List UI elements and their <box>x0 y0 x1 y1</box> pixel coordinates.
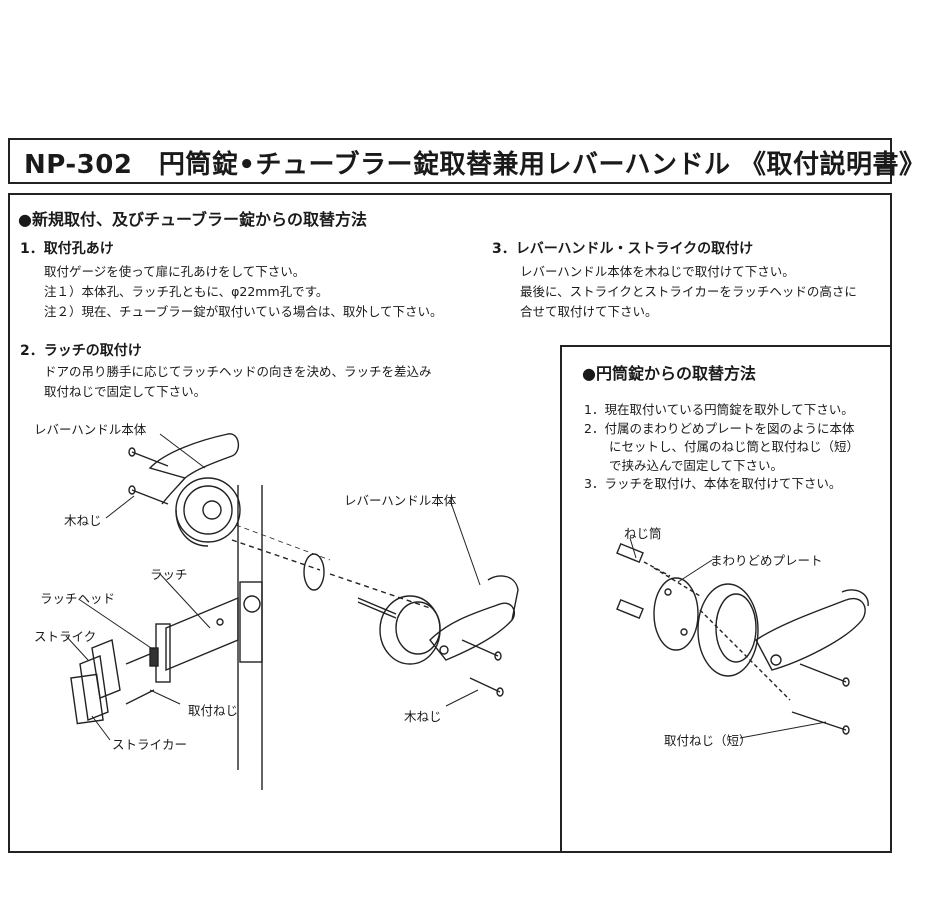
latch-assembly <box>149 596 239 683</box>
main-heading: ●新規取付、及びチューブラー錠からの取替方法 <box>18 210 368 229</box>
left-spindle <box>202 500 222 520</box>
main-installation-diagram <box>65 433 519 790</box>
document-title: NP-302 円筒錠•チューブラー錠取替兼用レバーハンドル 《取付説明書》 <box>24 150 926 180</box>
label-strike: ストライク <box>34 629 97 644</box>
step1-title: 1．取付孔あけ <box>20 241 114 257</box>
side-line: にセットし、付属のねじ筒と取付ねじ（短） <box>584 439 860 454</box>
anti-rotation-plate <box>653 577 699 651</box>
side-line: で挟み込んで固定して下さい。 <box>584 457 784 473</box>
side-line: 2．付属のまわりどめプレートを図のように本体 <box>584 420 855 436</box>
side-text: 1．現在取付いている円筒錠を取外して下さい。 2．付属のまわりどめプレートを図の… <box>584 401 859 494</box>
striker-box <box>70 673 104 725</box>
label-anti-rotation-plate: まわりどめプレート <box>710 553 823 568</box>
step1-line: 注１）本体孔、ラッチ孔ともに、φ22mm孔です。 <box>44 284 329 299</box>
side-line: 1．現在取付いている円筒錠を取外して下さい。 <box>584 402 854 417</box>
right-wood-screw-lower <box>469 677 504 697</box>
step3-title: 3．レバーハンドル・ストライクの取付け <box>492 241 754 257</box>
label-mount-screw-short: 取付ねじ（短） <box>664 733 752 748</box>
side-mount-screw-lower <box>791 711 850 735</box>
left-wood-screw-lower <box>128 485 169 505</box>
step1-text: 取付ゲージを使って扉に孔あけをして下さい。 注１）本体孔、ラッチ孔ともに、φ22… <box>44 262 443 322</box>
step2-text: ドアの吊り勝手に応じてラッチヘッドの向きを決め、ラッチを差込み 取付ねじで固定し… <box>44 362 432 402</box>
step1-line: 注２）現在、チューブラー錠が取付いている場合は、取外して下さい。 <box>44 304 443 319</box>
title-frame <box>8 138 892 184</box>
side-mount-screw-upper <box>799 663 850 687</box>
side-installation-diagram <box>616 537 869 739</box>
right-wood-screw-upper <box>461 639 502 661</box>
step3-line: 合せて取付けて下さい。 <box>520 304 658 319</box>
screw-tube-upper <box>616 542 671 577</box>
door-latch-plate <box>239 581 263 663</box>
side-heading: ●円筒錠からの取替方法 <box>582 364 756 383</box>
label-lever-body-left: レバーハンドル本体 <box>34 422 147 437</box>
label-screw-tube: ねじ筒 <box>624 526 662 541</box>
right-lever-assembly <box>357 575 519 665</box>
left-wood-screw-upper <box>128 447 169 467</box>
label-striker: ストライカー <box>112 737 188 752</box>
step3-text: レバーハンドル本体を木ねじで取付けて下さい。 最後に、ストライクとストライカーを… <box>520 262 857 322</box>
label-wood-screw-right: 木ねじ <box>404 709 442 724</box>
step2-line: 取付ねじで固定して下さい。 <box>44 384 207 399</box>
screw-tube-lower <box>616 598 644 620</box>
label-mount-screw: 取付ねじ <box>188 703 239 718</box>
side-lever-assembly <box>697 583 869 677</box>
step1-line: 取付ゲージを使って扉に孔あけをして下さい。 <box>44 264 306 279</box>
side-line: 3．ラッチを取付け、本体を取付けて下さい。 <box>584 476 842 491</box>
label-latch-head: ラッチヘッド <box>40 591 116 606</box>
label-wood-screw-left: 木ねじ <box>64 513 102 528</box>
step3-line: レバーハンドル本体を木ねじで取付けて下さい。 <box>520 264 795 279</box>
latch-screw-lower <box>125 689 155 705</box>
label-latch: ラッチ <box>150 567 188 582</box>
left-rose-ring <box>183 485 233 535</box>
label-lever-body-right: レバーハンドル本体 <box>344 493 457 508</box>
step2-title: 2．ラッチの取付け <box>20 343 142 359</box>
latch-screw-upper <box>125 653 151 665</box>
step2-line: ドアの吊り勝手に応じてラッチヘッドの向きを決め、ラッチを差込み <box>44 364 432 379</box>
latch-tube <box>303 553 325 591</box>
step3-line: 最後に、ストライクとストライカーをラッチヘッドの高さに <box>520 284 857 299</box>
